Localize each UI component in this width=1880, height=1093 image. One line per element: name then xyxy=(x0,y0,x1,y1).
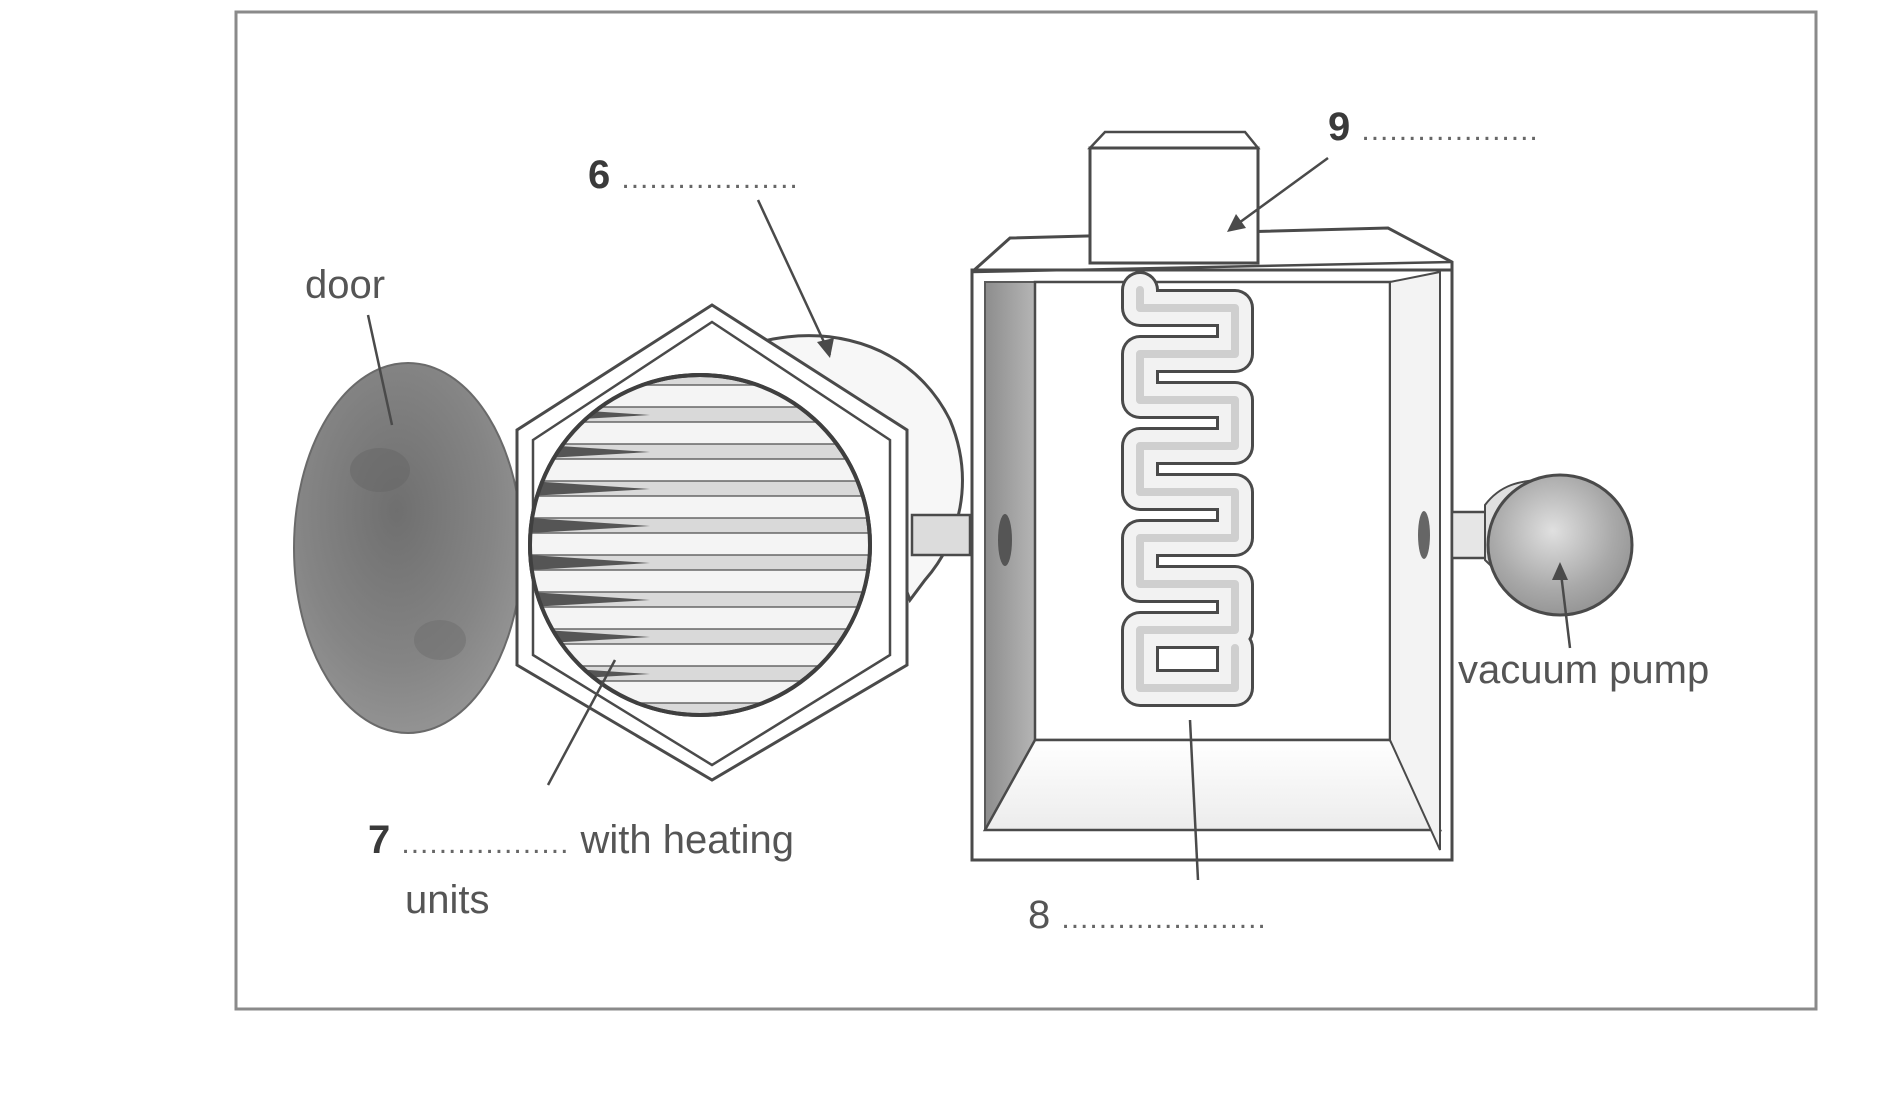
shelf xyxy=(530,458,870,482)
label-7: 7 .................. with heating xyxy=(368,820,794,860)
pointer-door xyxy=(366,314,394,426)
label-8: 8 ...................... xyxy=(1028,895,1267,935)
connecting-pipe xyxy=(910,513,972,557)
chamber-inlet-port xyxy=(998,514,1012,566)
vacuum-pump xyxy=(1486,473,1634,617)
shelf xyxy=(530,532,870,556)
shelf-shadow xyxy=(530,555,650,570)
coil-shade xyxy=(1136,286,1239,692)
pointer-6 xyxy=(756,199,832,356)
label-6: 6 ................... xyxy=(588,155,799,195)
chamber-frame xyxy=(970,268,1454,862)
label-door: door xyxy=(305,263,386,307)
pointer-8 xyxy=(1188,719,1200,881)
label-7-suffix: with heating xyxy=(580,818,795,862)
pointer-7 xyxy=(546,659,617,786)
shelf-shadow xyxy=(530,592,650,607)
drum-rim xyxy=(528,373,872,717)
label-9-blank: ................... xyxy=(1361,114,1539,147)
diagram-frame xyxy=(234,10,1818,1011)
chamber-floor xyxy=(982,738,1443,832)
arrowhead-6 xyxy=(817,338,834,358)
label-8-blank: ...................... xyxy=(1061,902,1267,935)
shelf-shadow xyxy=(530,481,650,496)
door-mottle-2 xyxy=(414,620,466,660)
label-6-blank: ................... xyxy=(621,162,799,195)
label-7-blank: .................. xyxy=(401,827,570,860)
shelf xyxy=(530,606,870,630)
shelf-shadow xyxy=(530,518,650,533)
arrowhead-vacuum-pump xyxy=(1552,562,1568,580)
label-7-line-2: units xyxy=(405,878,490,922)
label-7-number: 7 xyxy=(368,818,391,862)
shelf xyxy=(530,643,870,667)
label-9: 9 ................... xyxy=(1328,107,1539,147)
door xyxy=(293,362,523,734)
chamber-right-wall xyxy=(1389,270,1441,851)
refrigeration-unit xyxy=(1088,146,1260,265)
pointer-9 xyxy=(1231,156,1329,230)
label-9-number: 9 xyxy=(1328,105,1351,149)
pointer-arrowheads xyxy=(817,214,1568,580)
shelf xyxy=(530,495,870,519)
refrigeration-unit-top xyxy=(1087,130,1261,150)
shelf xyxy=(530,569,870,593)
door-mottle xyxy=(350,448,410,492)
condenser-coil xyxy=(1121,271,1254,707)
label-8-number: 8 xyxy=(1028,893,1051,937)
label-vacuum-pump: vacuum pump xyxy=(1458,648,1710,692)
arrowhead-9 xyxy=(1227,214,1246,232)
label-6-number: 6 xyxy=(588,153,611,197)
shelf xyxy=(530,421,870,445)
chamber-outlet-port xyxy=(1418,511,1430,559)
